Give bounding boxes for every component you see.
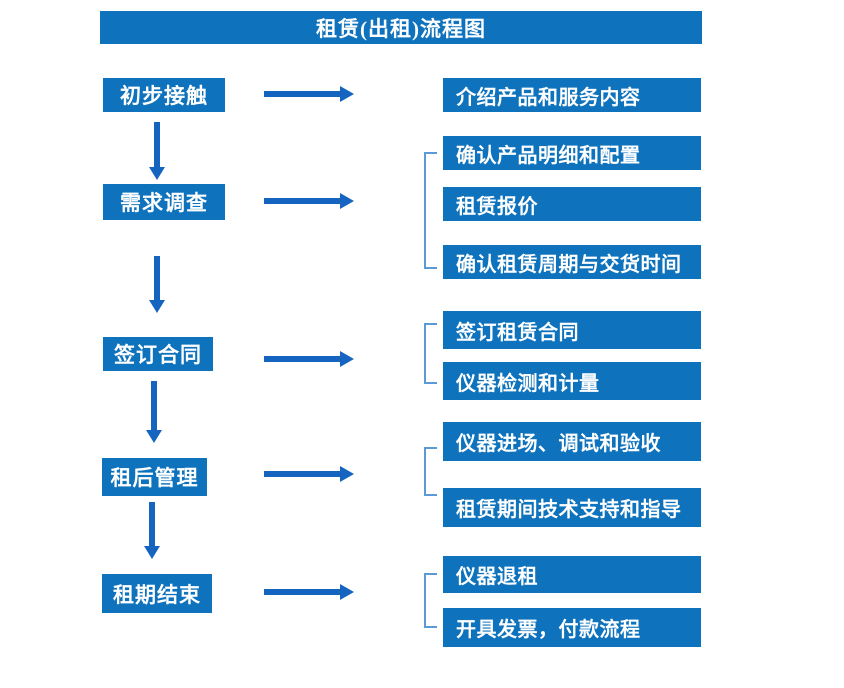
right-arrow-1 <box>264 86 354 102</box>
arrow-head <box>340 351 354 367</box>
right-arrow-2 <box>264 193 354 209</box>
right-arrow-5 <box>264 584 354 600</box>
detail-box-instrument-arrival: 仪器进场、调试和验收 <box>443 422 701 461</box>
step-box-post-rental-management: 租后管理 <box>102 458 207 496</box>
arrow-shaft <box>264 91 341 97</box>
detail-box-invoice-payment: 开具发票，付款流程 <box>443 608 701 647</box>
down-arrow-1 <box>149 122 165 180</box>
arrow-head <box>340 584 354 600</box>
detail-box-technical-support: 租赁期间技术支持和指导 <box>443 488 701 527</box>
detail-box-confirm-rental-period: 确认租赁周期与交货时间 <box>443 245 701 279</box>
down-arrow-3 <box>146 381 162 443</box>
step-box-demand-survey: 需求调查 <box>103 184 225 220</box>
detail-box-confirm-product-details: 确认产品明细和配置 <box>443 136 701 170</box>
arrow-shaft <box>264 198 341 204</box>
arrow-shaft <box>264 589 341 595</box>
flowchart-title: 租赁(出租)流程图 <box>100 11 702 44</box>
arrow-shaft <box>154 256 160 301</box>
down-arrow-2 <box>149 256 165 313</box>
arrow-head <box>340 193 354 209</box>
arrow-head <box>149 300 165 313</box>
arrow-head <box>146 430 162 443</box>
group-bracket-demand-survey <box>424 152 437 269</box>
detail-box-instrument-testing: 仪器检测和计量 <box>443 362 701 400</box>
right-arrow-4 <box>264 466 354 482</box>
arrow-head <box>340 86 354 102</box>
arrow-shaft <box>151 381 157 431</box>
step-box-rental-end: 租期结束 <box>102 574 212 613</box>
step-box-sign-contract: 签订合同 <box>103 337 213 371</box>
arrow-shaft <box>264 356 341 362</box>
detail-box-introduce-products: 介绍产品和服务内容 <box>443 78 701 112</box>
arrow-head <box>340 466 354 482</box>
right-arrow-3 <box>264 351 354 367</box>
arrow-head <box>144 546 160 559</box>
arrow-shaft <box>149 502 155 547</box>
detail-box-sign-rental-contract: 签订租赁合同 <box>443 311 701 349</box>
group-bracket-sign-contract <box>424 323 437 384</box>
detail-box-instrument-return: 仪器退租 <box>443 556 701 593</box>
arrow-head <box>149 167 165 180</box>
group-bracket-post-rental-management <box>424 447 437 496</box>
step-box-initial-contact: 初步接触 <box>103 78 225 112</box>
down-arrow-4 <box>144 502 160 559</box>
arrow-shaft <box>154 122 160 168</box>
detail-box-rental-quote: 租赁报价 <box>443 187 701 221</box>
arrow-shaft <box>264 471 341 477</box>
group-bracket-rental-end <box>424 573 437 628</box>
